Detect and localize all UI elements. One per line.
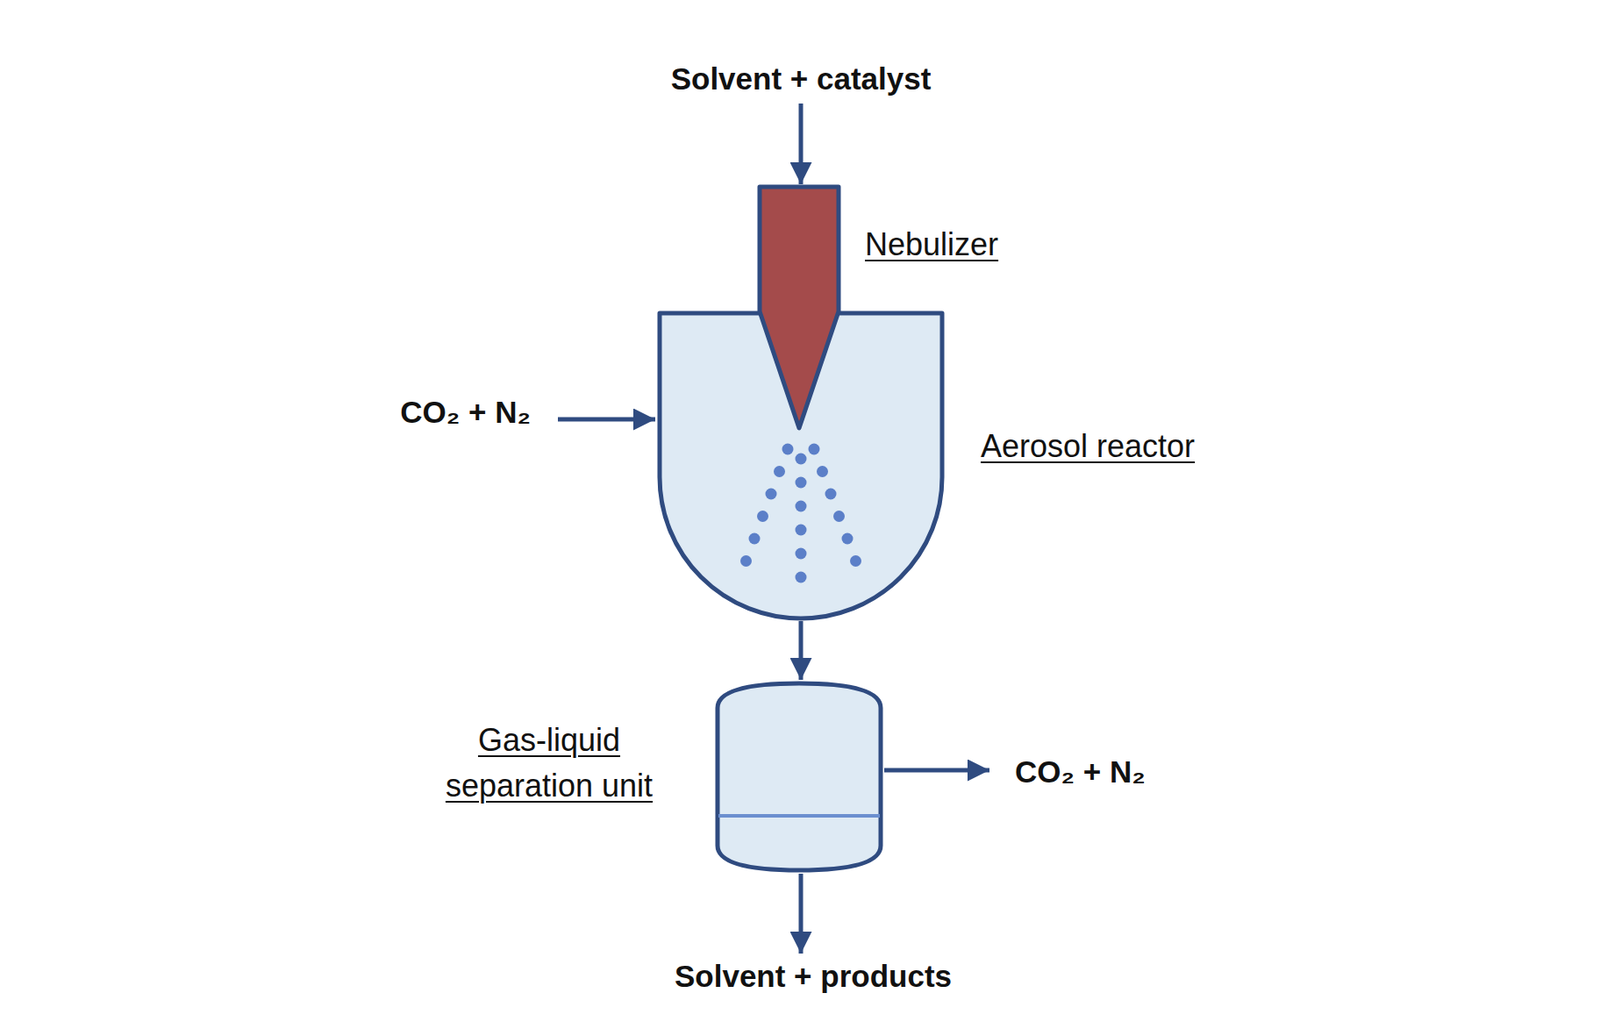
droplet bbox=[795, 524, 808, 536]
component-label: Gas-liquid separation unit bbox=[408, 717, 690, 809]
component-label: Aerosol reactor bbox=[980, 423, 1195, 470]
droplet bbox=[808, 443, 821, 456]
liquid-level bbox=[718, 814, 880, 818]
feed-arrow bbox=[799, 103, 804, 185]
droplet bbox=[749, 533, 761, 545]
droplet bbox=[842, 533, 854, 545]
droplet bbox=[740, 555, 752, 567]
nebulizer-shape bbox=[759, 186, 839, 429]
droplet bbox=[765, 488, 778, 500]
component-label: Nebulizer bbox=[864, 221, 999, 268]
gas-outlet-label: CO₂ + N₂ bbox=[1014, 753, 1146, 791]
droplet bbox=[816, 465, 829, 478]
gas-outlet-arrow bbox=[884, 768, 990, 773]
droplet bbox=[795, 571, 808, 584]
gas-inlet-label: CO₂ + N₂ bbox=[400, 393, 531, 431]
droplet bbox=[795, 500, 808, 513]
droplet bbox=[795, 453, 808, 465]
liquid-outlet-arrow bbox=[799, 873, 804, 954]
nebulizer: Nebulizer bbox=[759, 186, 839, 429]
droplet bbox=[773, 465, 786, 478]
flow-arrow bbox=[799, 621, 804, 680]
separation-unit-shape bbox=[715, 681, 883, 872]
droplet bbox=[833, 510, 845, 522]
droplet bbox=[825, 488, 837, 500]
feed-label: Solvent + catalyst bbox=[671, 60, 932, 98]
droplet bbox=[795, 548, 808, 560]
droplet bbox=[795, 477, 808, 489]
aerosol-reactor-outline bbox=[659, 313, 943, 619]
product-label: Solvent + products bbox=[674, 957, 952, 995]
droplet bbox=[757, 510, 769, 522]
droplet bbox=[782, 443, 794, 456]
separation-unit-outline bbox=[717, 683, 881, 871]
gas-inlet-arrow bbox=[557, 417, 656, 422]
droplet bbox=[850, 555, 862, 567]
separation-unit: Gas-liquid separation unit bbox=[715, 681, 883, 872]
